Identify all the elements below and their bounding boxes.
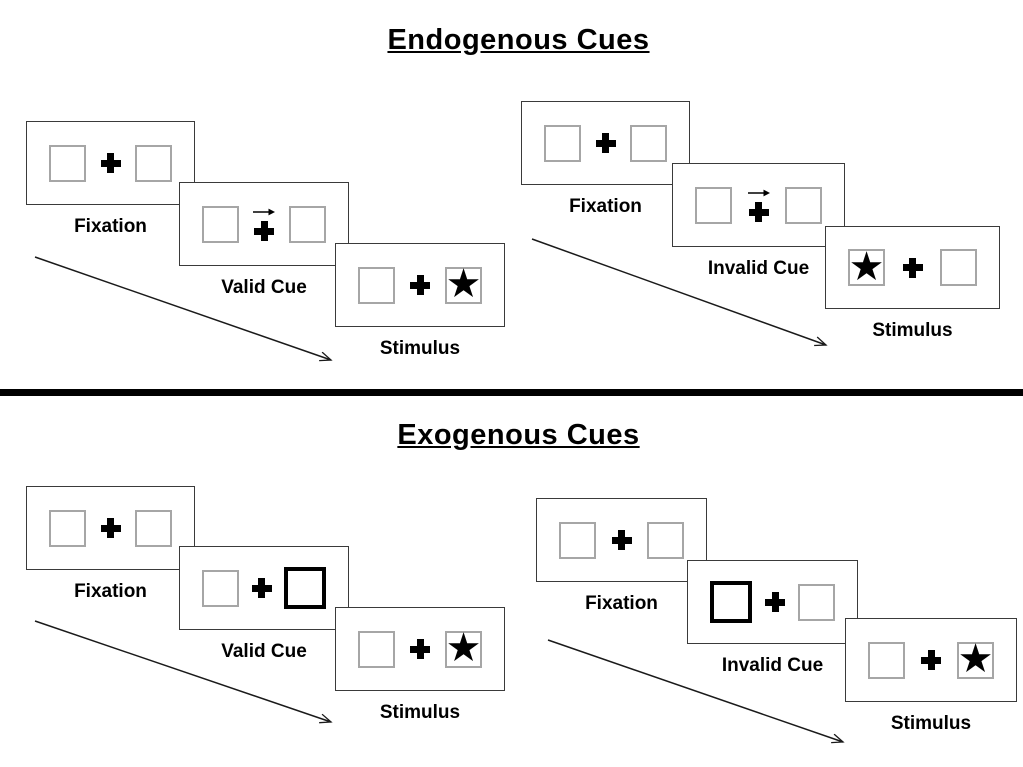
panel-label: Valid Cue [221,641,307,662]
target-star-box: ★ [445,625,482,671]
exogenous-invalid-stimulus-panel: ★ [845,618,1017,702]
left-placeholder-box [49,144,86,182]
left-placeholder-box [202,569,239,607]
star-icon: ★ [445,625,482,671]
cue-highlight-box [284,567,326,609]
fixation-cross-icon [254,221,274,241]
exogenous-valid-fixation-panel [26,486,195,570]
exogenous-invalid-cue-panel [687,560,858,644]
fixation-area [747,188,771,222]
fixation-cross-icon [100,153,121,173]
panel-label: Stimulus [379,338,461,359]
fixation-cross-icon [748,202,769,222]
right-placeholder-box [798,583,835,621]
fixation-cross-icon [611,530,632,550]
fixation-area [100,153,121,173]
fixation-cross-icon [765,592,785,612]
panel-label: Stimulus [872,320,953,341]
endogenous-valid-fixation-panel [26,121,195,205]
fixation-area [100,518,121,538]
fixation-cross-icon [100,518,121,538]
panel-label: Invalid Cue [721,655,824,676]
star-icon: ★ [957,636,994,682]
exogenous-valid-stimulus-panel: ★ [335,607,505,691]
right-placeholder-box [647,521,684,559]
fixation-area [252,207,276,241]
left-placeholder-box [202,205,239,243]
endogenous-valid-stimulus-panel: ★ [335,243,505,327]
target-star-box: ★ [848,243,885,290]
timeline-arrow-icon [547,639,852,750]
panel-label: Fixation [585,593,658,614]
fixation-cross-icon [410,275,430,295]
panel-label: Stimulus [379,702,461,723]
panel-label: Valid Cue [221,277,307,298]
left-placeholder-box [358,630,395,668]
right-placeholder-box [940,249,977,286]
fixation-area [611,530,632,550]
fixation-area [902,257,923,278]
fixation-cross-icon [410,639,430,659]
panel-label: Fixation [74,216,147,237]
panel-label: Stimulus [890,713,972,734]
fixation-cross-icon [595,133,616,153]
star-icon: ★ [848,243,885,290]
right-placeholder-box [135,509,172,547]
target-star-box: ★ [957,636,994,682]
endogenous-valid-cue-panel [179,182,349,266]
left-placeholder-box [559,521,596,559]
timeline-arrow-icon [531,238,835,352]
exogenous-invalid-fixation-panel [536,498,707,582]
fixation-area [251,578,272,598]
fixation-cross-icon [921,650,941,670]
right-placeholder-box [630,124,667,162]
exogenous-valid-cue-panel [179,546,349,630]
panel-label: Fixation [74,581,147,602]
section-title-exogenous: Exogenous Cues [397,419,640,451]
left-placeholder-box [358,266,395,304]
fixation-cross-icon [251,578,272,598]
timeline-arrow-icon [34,256,340,368]
cue-highlight-box [710,581,752,623]
fixation-area [410,275,430,295]
panel-label: Fixation [569,196,642,217]
timeline-arrow-icon [34,620,340,730]
right-placeholder-box [289,205,326,243]
fixation-area [595,133,616,153]
left-placeholder-box [695,186,732,224]
fixation-cross-icon [902,257,923,278]
cue-arrow-icon [747,189,770,197]
section-divider [0,389,1023,396]
star-icon: ★ [445,261,482,307]
endogenous-invalid-fixation-panel [521,101,690,185]
left-placeholder-box [544,124,581,162]
fixation-area [410,639,430,659]
cue-arrow-icon [253,208,275,216]
left-placeholder-box [868,641,905,679]
left-placeholder-box [49,509,86,547]
right-placeholder-box [785,186,822,224]
endogenous-invalid-stimulus-panel: ★ [825,226,1000,309]
panel-label: Invalid Cue [707,258,810,279]
target-star-box: ★ [445,261,482,307]
fixation-area [921,650,941,670]
section-title-endogenous: Endogenous Cues [387,24,650,56]
right-placeholder-box [135,144,172,182]
endogenous-invalid-cue-panel [672,163,845,247]
fixation-area [765,592,785,612]
